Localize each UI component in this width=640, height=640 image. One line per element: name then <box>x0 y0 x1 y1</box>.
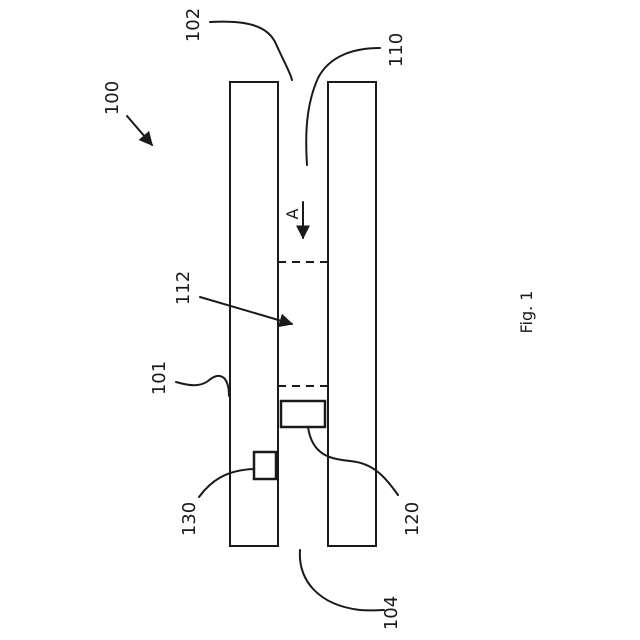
ref-112: 112 <box>173 271 194 305</box>
component-120-box <box>281 401 325 427</box>
ref-110: 110 <box>386 33 407 67</box>
leader-102 <box>210 22 292 80</box>
leader-101 <box>176 376 229 396</box>
leader-104 <box>300 550 384 610</box>
component-130-box <box>254 452 276 479</box>
ref-130: 130 <box>179 502 200 536</box>
ref-100: 100 <box>102 81 123 115</box>
ref-104: 104 <box>381 596 402 630</box>
ref-120: 120 <box>402 502 423 536</box>
leader-100 <box>127 116 152 145</box>
ref-102: 102 <box>183 8 204 42</box>
figure-caption: Fig. 1 <box>517 291 536 334</box>
ref-101: 101 <box>149 361 170 395</box>
right-wall <box>328 82 376 546</box>
flow-label: A <box>283 208 302 219</box>
